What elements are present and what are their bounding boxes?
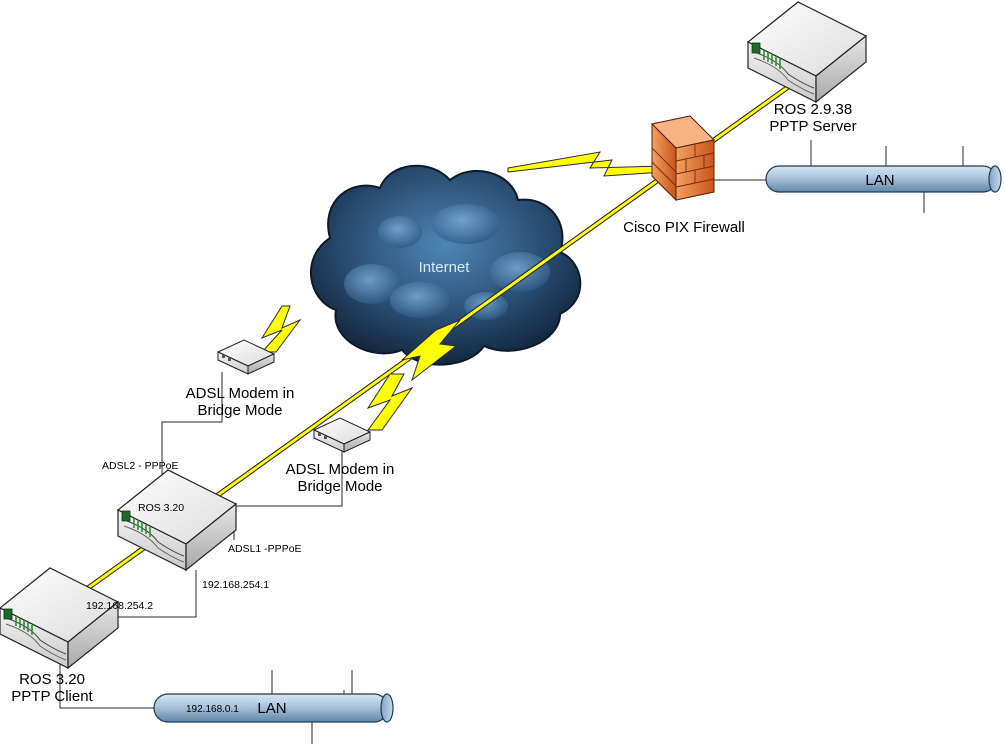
link-router-client — [116, 570, 197, 618]
firewall — [650, 115, 716, 202]
ip-client-label: 192.168.254.2 — [86, 600, 154, 612]
adsl2-label: ADSL2 - PPPoE — [102, 460, 179, 472]
internet-cloud: Internet — [309, 164, 582, 366]
modem-bottom-line1: ADSL Modem in — [285, 461, 395, 478]
client-lan-ip: 192.168.0.1 — [186, 704, 239, 715]
pptp-client-role: PPTP Client — [11, 687, 93, 705]
lightning-internet-tunnel — [401, 319, 461, 382]
pptp-client-version: ROS 3.20 — [19, 671, 85, 688]
server-lan-label: LAN — [865, 172, 894, 189]
modem-top-label: ADSL Modem in Bridge Mode — [184, 385, 296, 420]
pptp-server-role: PPTP Server — [769, 117, 857, 135]
connections — [59, 140, 964, 744]
ip-router-label: 192.168.254.1 — [202, 579, 270, 591]
modem-bottom-label: ADSL Modem in Bridge Mode — [284, 461, 396, 496]
adsl1-label: ADSL1 -PPPoE — [228, 543, 302, 555]
server-lan-pipe: LAN — [765, 165, 1002, 193]
pptp-client-device — [0, 567, 119, 669]
client-lan-pipe: 192.168.0.1 LAN — [153, 693, 394, 723]
router-middle-label: ROS 3.20 — [138, 502, 185, 514]
modem-top-line1: ADSL Modem in — [185, 385, 295, 402]
pptp-server-device — [747, 1, 867, 103]
pptp-server-version: ROS 2.9.38 — [773, 101, 853, 118]
lightning-internet-modem-bottom — [366, 373, 414, 431]
modem-top-device — [217, 339, 275, 375]
internet-cloud-puffs — [344, 204, 550, 320]
internet-label: Internet — [419, 259, 471, 276]
pptp-client-label: ROS 3.20 PPTP Client — [2, 671, 102, 706]
link-adsl2 — [161, 372, 223, 520]
lightning-internet-modem-top — [260, 305, 302, 353]
lightning-internet-firewall — [507, 151, 665, 177]
firewall-label: Cisco PIX Firewall — [623, 219, 745, 236]
modem-bottom-line2: Bridge Mode — [297, 477, 383, 495]
pptp-server-label: ROS 2.9.38 PPTP Server — [758, 101, 868, 136]
modem-top-line2: Bridge Mode — [197, 401, 283, 419]
client-lan-label: LAN — [257, 700, 286, 717]
